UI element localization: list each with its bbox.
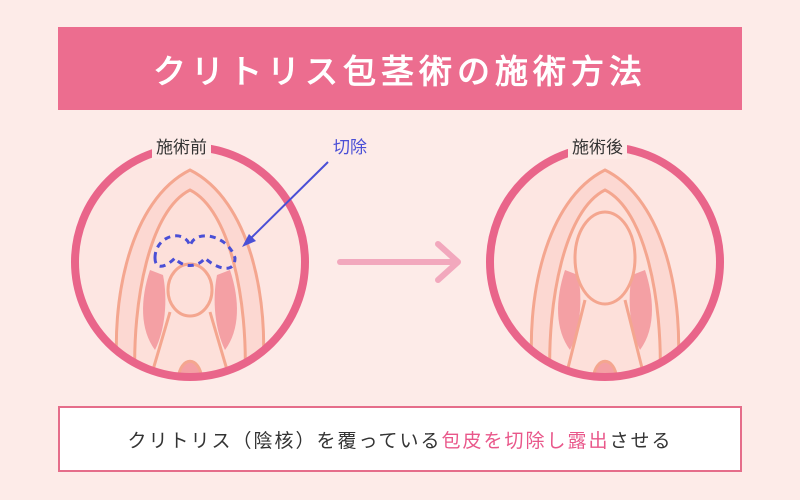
after-exposed-glans — [573, 210, 637, 306]
before-left-fold — [143, 270, 166, 350]
before-glans — [166, 262, 214, 318]
title-banner: クリトリス包茎術の施術方法 — [58, 27, 742, 110]
after-line-r — [623, 299, 647, 377]
after-left-fold — [558, 270, 581, 350]
after-label: 施術後 — [568, 137, 627, 159]
transition-arrow — [337, 241, 461, 283]
page-title: クリトリス包茎術の施術方法 — [153, 51, 647, 91]
before-label: 施術前 — [152, 137, 211, 159]
cut-outline — [153, 234, 237, 270]
after-right-fold — [629, 270, 652, 350]
before-illustration — [71, 143, 309, 381]
after-line-l — [563, 299, 587, 377]
cut-label: 切除 — [333, 138, 367, 158]
caption-part3: させる — [609, 429, 673, 452]
cut-pointer-arrow — [242, 161, 329, 247]
caption-part1: クリトリス（陰核）を覆っている — [127, 429, 442, 452]
caption-box: クリトリス（陰核）を覆っている包皮を切除し露出させる — [58, 406, 742, 472]
after-illustration — [486, 143, 724, 381]
before-right-fold — [214, 270, 237, 350]
caption-part2: 包皮を切除し露出 — [441, 429, 610, 452]
